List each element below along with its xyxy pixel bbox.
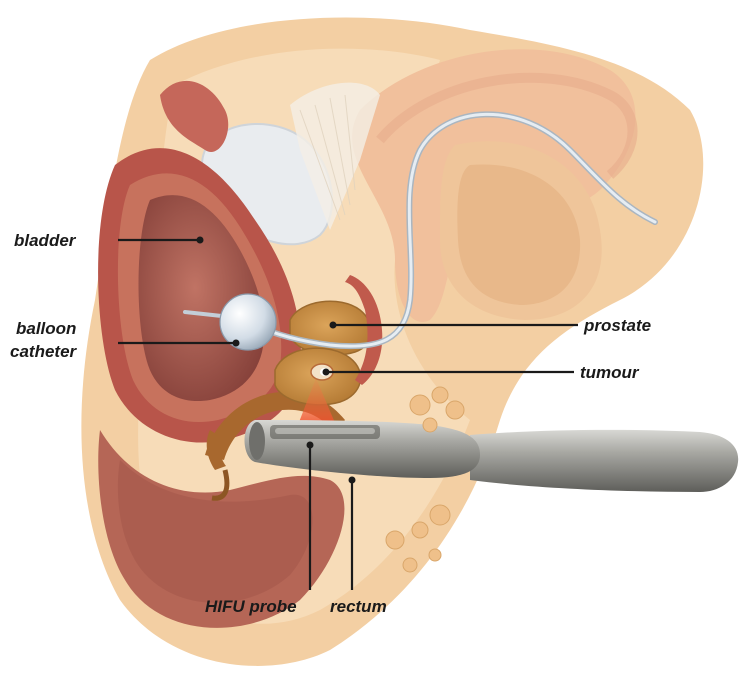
label-prostate: prostate (583, 316, 651, 335)
label-catheter: catheter (10, 342, 78, 361)
label-bladder: bladder (14, 231, 77, 250)
label-balloon: balloon (16, 319, 76, 338)
label-rectum: rectum (330, 597, 387, 616)
label-hifu-probe: HIFU probe (205, 597, 297, 616)
label-tumour: tumour (580, 363, 640, 382)
balloon (220, 294, 276, 350)
